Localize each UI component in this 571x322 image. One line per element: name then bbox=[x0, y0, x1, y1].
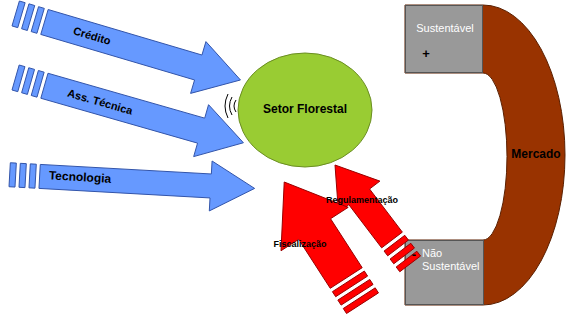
magnet-pole: Sustentável + bbox=[405, 5, 483, 73]
sector-label: Setor Florestal bbox=[263, 103, 347, 117]
arrow-part bbox=[19, 163, 26, 187]
pole-label: Não Sustentável bbox=[422, 247, 479, 272]
arrow-part bbox=[12, 65, 25, 92]
sector-ellipse bbox=[238, 53, 372, 167]
arrow-part bbox=[40, 73, 243, 156]
arrow-part bbox=[9, 162, 16, 186]
sector-circle: Setor Florestal bbox=[237, 52, 373, 168]
support-arrow: Ass. Técnica bbox=[10, 63, 245, 159]
support-arrow: Crédito bbox=[10, 0, 242, 95]
support-arrow: Tecnologia bbox=[7, 159, 257, 213]
arrow-outline bbox=[10, 0, 242, 95]
magnet-pole: -Não Sustentável bbox=[405, 240, 484, 305]
pole-label: Sustentável bbox=[416, 22, 473, 35]
arrow-outline bbox=[7, 159, 257, 213]
arrow-part bbox=[29, 163, 36, 187]
magnet-body bbox=[405, 5, 565, 305]
arrow-label: Regulamentação bbox=[326, 195, 398, 205]
arrow-label: Fiscalização bbox=[273, 239, 326, 249]
arrow-part bbox=[39, 161, 255, 211]
arrow-part bbox=[343, 288, 378, 314]
arrow-part bbox=[396, 251, 420, 272]
arrow-part bbox=[12, 1, 25, 28]
market-magnet: Mercado Sustentável + -Não Sustentável bbox=[405, 5, 565, 305]
arrow-part bbox=[281, 182, 362, 288]
pole-label: - bbox=[412, 248, 416, 263]
magnet-label: Mercado bbox=[511, 148, 560, 162]
pole-label: + bbox=[422, 47, 430, 62]
